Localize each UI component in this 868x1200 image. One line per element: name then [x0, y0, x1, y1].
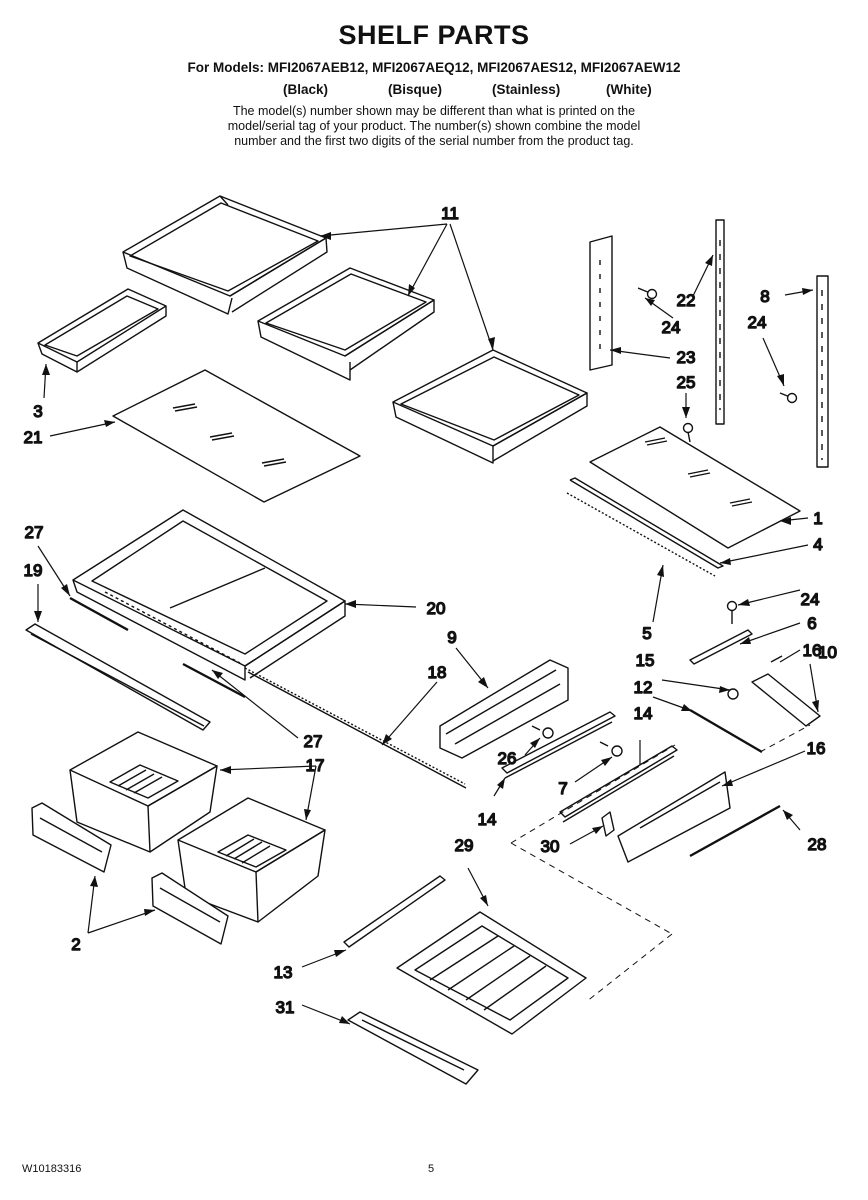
screw-part-24-c: [726, 600, 738, 624]
pan-part-29: [396, 911, 587, 1035]
callout-26: 26: [498, 749, 517, 768]
document-number: W10183316: [22, 1163, 82, 1175]
shelf-part-11-c: [392, 349, 588, 464]
callout-17: 17: [306, 756, 325, 775]
screw-part-24-b: [779, 392, 798, 404]
bracket-part-10: [751, 673, 821, 727]
callout-24: 24: [801, 590, 820, 609]
bracket-part-23: [589, 235, 613, 371]
drawer-front-2-a: [31, 802, 112, 873]
trim-part-13: [343, 875, 446, 948]
model-note: The model(s) number shown may be differe…: [0, 104, 868, 149]
callout-28: 28: [808, 835, 827, 854]
rail-part-22: [715, 219, 725, 425]
glass-shelf-21: [112, 369, 361, 503]
callout-19: 19: [24, 561, 43, 580]
slide-part-14-b: [559, 745, 678, 823]
clip-part-9: [770, 655, 783, 663]
screw-part-15: [727, 688, 739, 700]
color-black: (Black): [283, 82, 329, 97]
rod-part-18: [244, 667, 467, 789]
callout-2: 2: [71, 935, 80, 954]
slide-part-14-a: [501, 711, 616, 779]
drawer-front-2-b: [151, 872, 229, 945]
note-line: model/serial tag of your product. The nu…: [227, 119, 641, 133]
callout-10: 10: [818, 643, 837, 662]
callout-23: 23: [677, 348, 696, 367]
trim-part-19: [25, 623, 211, 731]
rod-part-12: [689, 708, 763, 754]
callout-18: 18: [428, 663, 447, 682]
screw-part-7: [599, 741, 623, 757]
callout-24: 24: [662, 318, 681, 337]
callout-8: 8: [760, 287, 769, 306]
screw-part-24-a: [637, 287, 658, 300]
screw-part-25: [682, 422, 694, 443]
callout-22: 22: [677, 291, 696, 310]
callout-9: 16: [803, 641, 822, 660]
crisper-drawer-17-b: [177, 797, 326, 923]
callout-30: 30: [541, 837, 560, 856]
callout-13: 13: [274, 963, 293, 982]
callout-3: 3: [33, 402, 42, 421]
crisper-drawer-17-a: [69, 731, 218, 853]
callout-1: 1: [813, 509, 822, 528]
page-number: 5: [428, 1163, 435, 1175]
callout-11: 11: [441, 204, 459, 223]
callout-21: 21: [24, 428, 43, 447]
color-bisque: (Bisque): [388, 82, 442, 97]
trim-part-4: [566, 477, 724, 577]
glass-shelf-1: [589, 426, 801, 549]
callout-14: 14: [634, 704, 653, 723]
callout-24: 24: [748, 313, 767, 332]
slide-part-16-a: [439, 659, 569, 759]
callout-29: 29: [455, 836, 474, 855]
callout-numbers: 11 22 8 24 24 23 25 3 21 1 4 27 19 20 24…: [23, 203, 838, 1017]
callout-16: 9: [447, 628, 456, 647]
note-line: The model(s) number shown may be differe…: [232, 104, 636, 118]
dash-leaders: [510, 724, 811, 1003]
rod-part-27-b: [182, 662, 246, 699]
bracket-part-6: [689, 629, 753, 665]
shelf-part-11-b: [257, 267, 435, 381]
crisper-cover-20: [72, 509, 346, 681]
color-stainless: (Stainless): [492, 82, 561, 97]
callout-31: 31: [276, 998, 295, 1017]
note-line: number and the first two digits of the s…: [234, 134, 634, 148]
handle-part-31: [347, 1011, 479, 1085]
slide-part-16-b: [617, 771, 731, 863]
callout-16: 16: [807, 739, 826, 758]
shelf-part-11-a: [122, 195, 328, 315]
screw-part-26: [531, 725, 554, 739]
callout-5: 5: [642, 624, 651, 643]
model-list: For Models: MFI2067AEB12, MFI2067AEQ12, …: [187, 60, 681, 75]
rail-part-8: [816, 275, 829, 468]
callout-27: 27: [304, 732, 323, 751]
leader-arrowheads: [34, 232, 819, 1024]
rod-part-28: [689, 804, 781, 858]
callout-15: 15: [636, 651, 655, 670]
page-title: SHELF PARTS: [338, 20, 530, 50]
color-white: (White): [606, 82, 652, 97]
callout-12: 12: [634, 678, 653, 697]
callout-6: 6: [807, 614, 816, 633]
callout-20: 20: [427, 599, 446, 618]
callout-25: 25: [677, 373, 696, 392]
callout-7: 7: [558, 779, 567, 798]
callout-27: 27: [25, 523, 44, 542]
rod-part-27-a: [69, 596, 129, 632]
shelf-part-3: [37, 288, 167, 373]
support-part-30: [601, 811, 615, 837]
callout-4: 4: [813, 535, 822, 554]
callout-14: 14: [478, 810, 497, 829]
